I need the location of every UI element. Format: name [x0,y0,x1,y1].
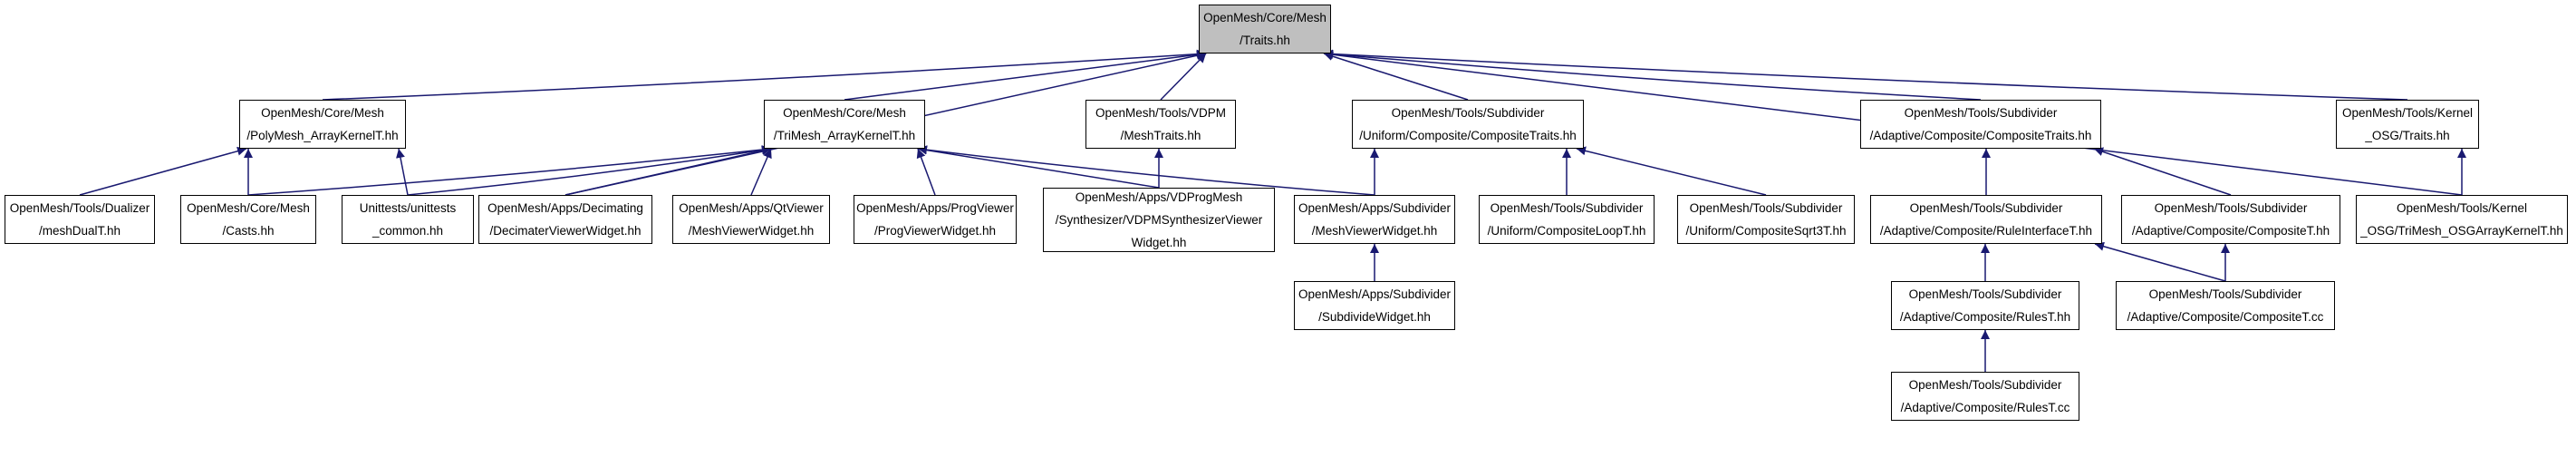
node-label-line: /MeshTraits.hh [1120,129,1201,142]
node-label-line: OpenMesh/Tools/Subdivider [2148,287,2302,301]
graph-node-decimating[interactable]: OpenMesh/Apps/Decimating/DecimaterViewer… [478,195,652,244]
graph-node-loop[interactable]: OpenMesh/Tools/Subdivider/Uniform/Compos… [1479,195,1655,244]
edge-progviewer-to-trimesh [916,148,936,196]
edge-dualizer-to-polymesh [79,146,247,196]
edge-vdpm-to-traits [1160,53,1207,101]
node-label-line: OpenMesh/Apps/Subdivider [1298,201,1452,215]
edge-ada-ct-to-traits [1323,49,1982,101]
edge-qtviewer-to-trimesh [750,148,772,196]
node-label-line: OpenMesh/Apps/Subdivider [1298,287,1452,301]
node-label-line: OpenMesh/Core/Mesh [187,201,310,215]
edge-polymesh-to-traits [322,49,1207,101]
graph-node-ada-ct[interactable]: OpenMesh/Tools/Subdivider/Adaptive/Compo… [1860,100,2101,149]
node-label-line: /Adaptive/Composite/RuleInterfaceT.hh [1879,224,2093,238]
node-label-line: Widget.hh [1131,236,1187,249]
graph-node-uni-ct[interactable]: OpenMesh/Tools/Subdivider/Uniform/Compos… [1352,100,1584,149]
node-label-line: OpenMesh/Apps/Decimating [487,201,643,215]
node-label-line: OpenMesh/Apps/VDProgMesh [1075,190,1243,204]
node-label-line: /SubdivideWidget.hh [1318,310,1431,324]
node-label-line: OpenMesh/Tools/Subdivider [1908,378,2062,392]
node-label-line: /Adaptive/Composite/CompositeT.cc [2127,310,2324,324]
node-label-line: /Uniform/CompositeLoopT.hh [1487,224,1646,238]
node-label-line: OpenMesh/Tools/Kernel [2396,201,2528,215]
graph-node-kernel-osg[interactable]: OpenMesh/Tools/Kernel _OSG/Traits.hh [2336,100,2479,149]
graph-node-dualizer[interactable]: OpenMesh/Tools/Dualizer/meshDualT.hh [5,195,155,244]
node-label-line: OpenMesh/Apps/ProgViewer [856,201,1014,215]
edge-unittests-to-polymesh [396,148,409,196]
graph-node-vdprog[interactable]: OpenMesh/Apps/VDProgMesh/Synthesizer/VDP… [1043,188,1275,252]
graph-node-polymesh[interactable]: OpenMesh/Core/Mesh/PolyMesh_ArrayKernelT… [239,100,406,149]
node-label-line: OpenMesh/Tools/Subdivider [1391,106,1545,120]
graph-node-compT-hh[interactable]: OpenMesh/Tools/Subdivider/Adaptive/Compo… [2121,195,2340,244]
graph-node-subdivwidget[interactable]: OpenMesh/Apps/Subdivider/SubdivideWidget… [1294,281,1455,330]
edge-app-subdiv-to-trimesh [917,145,1375,196]
graph-node-app-subdiv[interactable]: OpenMesh/Apps/Subdivider/MeshViewerWidge… [1294,195,1455,244]
graph-node-unittests[interactable]: Unittests/unittests _common.hh [342,195,474,244]
node-label-line: /Synthesizer/VDPMSynthesizerViewer [1055,213,1263,227]
node-label-line: OpenMesh/Tools/Subdivider [1490,201,1644,215]
node-label-line: OpenMesh/Core/Mesh [1203,11,1327,24]
edge-compT-cc-to-ruleif [2094,241,2226,282]
edge-casts-to-trimesh [247,145,772,196]
graph-node-rulesT-hh[interactable]: OpenMesh/Tools/Subdivider/Adaptive/Compo… [1891,281,2079,330]
edge-uni-ct-to-traits [1323,52,1469,101]
graph-node-vdpm[interactable]: OpenMesh/Tools/VDPM/MeshTraits.hh [1085,100,1236,149]
edge-vdprog-to-trimesh [917,145,1160,189]
node-label-line: OpenMesh/Tools/Subdivider [1909,201,2063,215]
node-label-line: _OSG/Traits.hh [2365,129,2450,142]
edge-trimesh-to-traits [844,50,1207,101]
node-label-line: /meshDualT.hh [38,224,121,238]
node-label-line: OpenMesh/Tools/Kernel [2341,106,2474,120]
node-label-line: _common.hh [371,224,444,238]
node-label-line: OpenMesh/Tools/Subdivider [1689,201,1843,215]
node-label-line: OpenMesh/Tools/VDPM [1095,106,1227,120]
node-label-line: OpenMesh/Tools/Subdivider [1908,287,2062,301]
graph-node-qtviewer[interactable]: OpenMesh/Apps/QtViewer/MeshViewerWidget.… [672,195,830,244]
node-label-line: OpenMesh/Tools/Dualizer [9,201,150,215]
edge-decimating-to-trimesh [564,146,772,196]
node-label-line: /DecimaterViewerWidget.hh [489,224,642,238]
node-label-line: /Traits.hh [1240,34,1290,47]
node-label-line: /MeshViewerWidget.hh [1311,224,1438,238]
node-label-line: /Adaptive/Composite/RulesT.cc [1900,401,2070,414]
node-label-line: /Casts.hh [222,224,275,238]
node-label-line: _OSG/TriMesh_OSGArrayKernelT.hh [2360,224,2563,238]
node-label-line: /Uniform/CompositeSqrt3T.hh [1685,224,1847,238]
graph-node-ruleif[interactable]: OpenMesh/Tools/Subdivider/Adaptive/Compo… [1870,195,2102,244]
graph-node-casts[interactable]: OpenMesh/Core/Mesh/Casts.hh [180,195,316,244]
node-label-line: /Adaptive/Composite/CompositeT.hh [2131,224,2330,238]
graph-node-sqrt3[interactable]: OpenMesh/Tools/Subdivider/Uniform/Compos… [1677,195,1855,244]
node-label-line: OpenMesh/Apps/QtViewer [679,201,824,215]
graph-node-progviewer[interactable]: OpenMesh/Apps/ProgViewer/ProgViewerWidge… [854,195,1017,244]
node-label-line: /Adaptive/Composite/CompositeTraits.hh [1869,129,2092,142]
edge-compT-hh-to-ada-ct [2093,147,2232,196]
graph-node-trimesh[interactable]: OpenMesh/Core/Mesh/TriMesh_ArrayKernelT.… [764,100,925,149]
node-label-line: OpenMesh/Tools/Subdivider [2154,201,2308,215]
node-label-line: OpenMesh/Core/Mesh [261,106,384,120]
node-label-line: OpenMesh/Core/Mesh [783,106,906,120]
graph-node-compT-cc[interactable]: OpenMesh/Tools/Subdivider/Adaptive/Compo… [2116,281,2335,330]
node-label-line: /MeshViewerWidget.hh [688,224,815,238]
node-label-line: /ProgViewerWidget.hh [873,224,997,238]
node-label-line: Unittests/unittests [359,201,457,215]
node-label-line: /Adaptive/Composite/RulesT.hh [1899,310,2071,324]
graph-node-trimesh-osg[interactable]: OpenMesh/Tools/Kernel _OSG/TriMesh_OSGArr… [2356,195,2568,244]
edge-kernel-osg-to-traits [1323,49,2408,101]
edge-unittests-to-trimesh [407,145,772,196]
node-label-line: /TriMesh_ArrayKernelT.hh [773,129,916,142]
node-label-line: /PolyMesh_ArrayKernelT.hh [246,129,399,142]
graph-node-rulesT-cc[interactable]: OpenMesh/Tools/Subdivider/Adaptive/Compo… [1891,372,2079,421]
node-label-line: OpenMesh/Tools/Subdivider [1904,106,2058,120]
node-label-line: /Uniform/Composite/CompositeTraits.hh [1359,129,1577,142]
edge-sqrt3-to-uni-ct [1576,146,1767,196]
graph-node-traits[interactable]: OpenMesh/Core/Mesh/Traits.hh [1199,5,1331,53]
